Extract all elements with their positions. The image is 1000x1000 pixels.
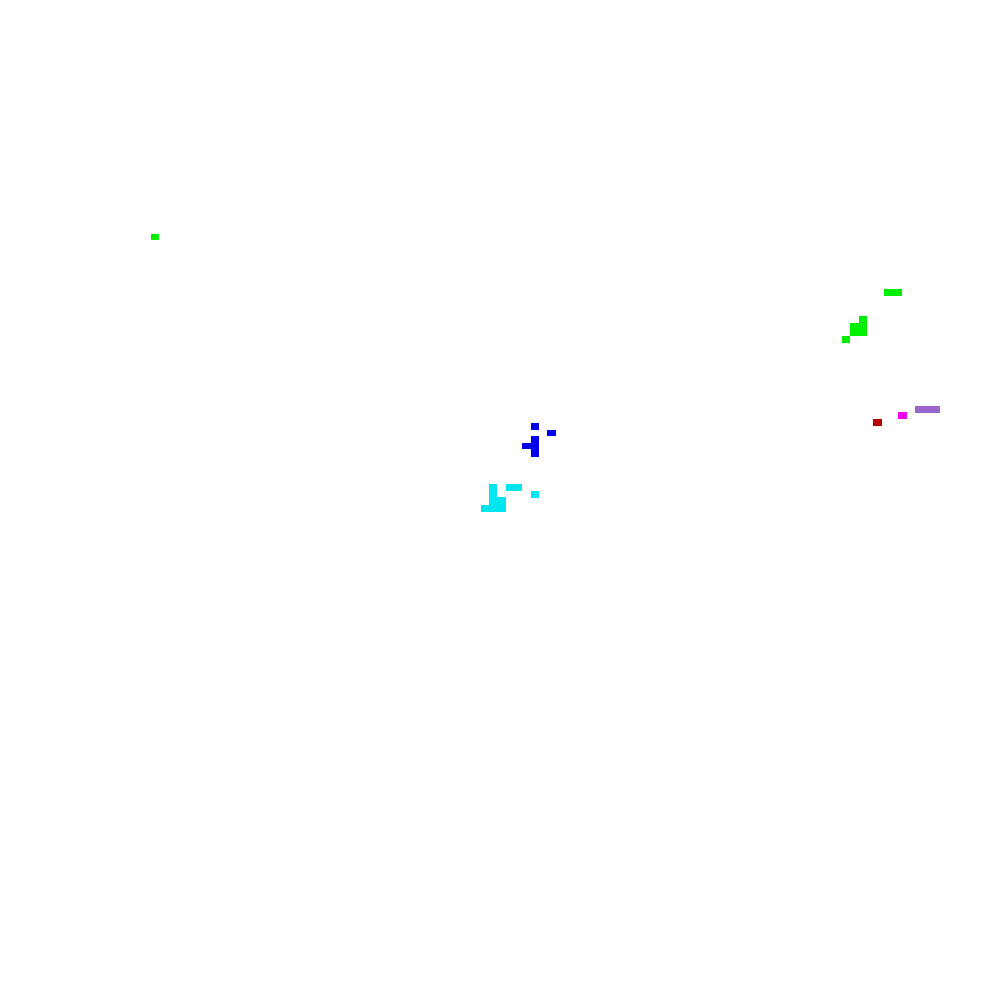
blue-cluster-center-block: [522, 443, 539, 449]
green-cluster-right-block: [842, 336, 850, 343]
magenta-speck-right-block: [898, 412, 907, 419]
cyan-cluster-center-block: [489, 497, 506, 505]
green-speck-left-block: [151, 234, 159, 240]
blue-cluster-center-block: [531, 423, 539, 430]
blue-cluster-center-block: [547, 430, 556, 436]
green-cluster-right-block: [884, 289, 902, 296]
cyan-cluster-center-block: [481, 505, 506, 512]
purple-bar-right-block: [915, 406, 940, 413]
blue-cluster-center-block: [531, 449, 539, 457]
green-cluster-right-block: [859, 316, 867, 324]
green-cluster-right-block: [850, 323, 867, 336]
dark-red-speck-right-block: [873, 419, 882, 426]
cyan-cluster-center-block: [506, 484, 522, 491]
cyan-cluster-center-block: [531, 491, 539, 498]
cyan-cluster-center-block: [489, 484, 497, 497]
blue-cluster-center-block: [531, 436, 539, 444]
